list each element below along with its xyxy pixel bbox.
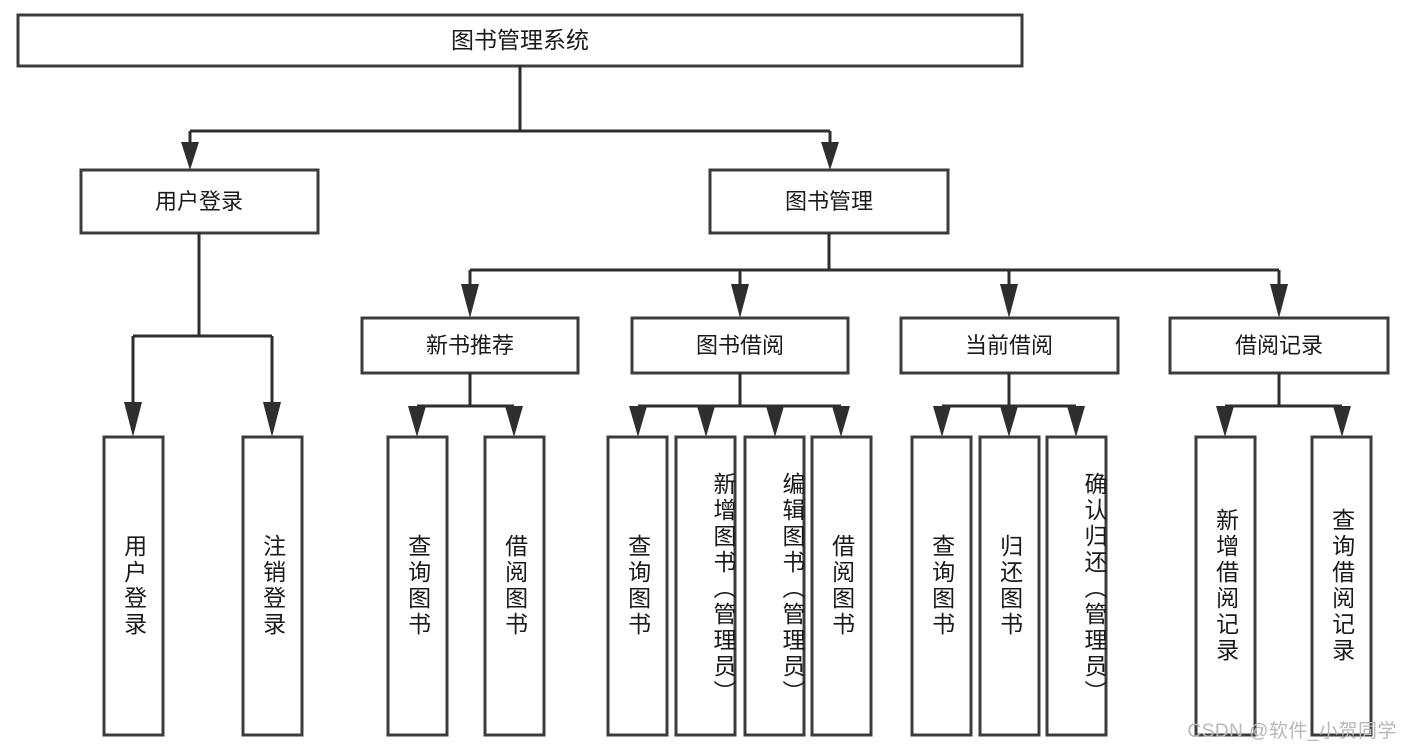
leaf-user-login-2[interactable]: [241, 435, 304, 737]
node-book-management[interactable]: [708, 168, 950, 235]
leaf-user-login-1[interactable]: [102, 435, 165, 737]
node-current-borrow-label: 当前借阅: [965, 333, 1053, 358]
leaf-book-borrow-2[interactable]: [674, 435, 737, 737]
leaf-current-borrow-1[interactable]: [910, 435, 973, 737]
watermark-text: CSDN @软件_小贺同学: [1187, 721, 1397, 742]
leaf-book-borrow-4[interactable]: [810, 435, 873, 737]
arrowhead-nbr-2: [505, 406, 523, 437]
node-borrow-record-label: 借阅记录: [1235, 333, 1323, 358]
arrowhead-ul-2: [263, 402, 281, 437]
node-new-book-recommend[interactable]: [360, 316, 580, 375]
node-root-book-management-system[interactable]: [16, 13, 1024, 68]
arrowhead-bb-3: [766, 406, 784, 437]
arrowhead-br-2: [1333, 406, 1351, 437]
arrowhead-user-login: [181, 142, 199, 170]
arrowhead-bb-4: [832, 406, 850, 437]
arrowhead-cb-1: [933, 406, 951, 437]
arrowhead-br-1: [1216, 406, 1234, 437]
leaf-current-borrow-2[interactable]: [978, 435, 1041, 737]
arrowhead-bb-2: [697, 406, 715, 437]
node-root-label: 图书管理系统: [451, 27, 589, 53]
arrowhead-cb-2: [1000, 406, 1018, 437]
arrowhead-cb-3: [1067, 406, 1085, 437]
node-current-borrow[interactable]: [899, 316, 1120, 375]
node-user-login-label: 用户登录: [155, 189, 243, 214]
arrowhead-nbr-1: [408, 406, 426, 437]
leaf-borrow-record-2[interactable]: [1310, 435, 1373, 737]
arrowhead-bb-1: [629, 406, 647, 437]
arrowhead-l3-3: [1000, 284, 1018, 318]
leaf-new-book-recommend-2[interactable]: [483, 435, 546, 737]
leaf-book-borrow-3[interactable]: [743, 435, 806, 737]
node-book-borrow[interactable]: [630, 316, 850, 375]
leaf-new-book-recommend-1[interactable]: [386, 435, 449, 737]
node-book-borrow-label: 图书借阅: [696, 333, 784, 358]
leaf-current-borrow-3[interactable]: [1045, 435, 1108, 737]
arrowhead-l3-2: [731, 284, 749, 318]
arrowhead-ul-1: [124, 402, 142, 437]
arrowhead-l3-4: [1270, 284, 1288, 318]
leaf-book-borrow-1[interactable]: [606, 435, 669, 737]
arrowhead-book-management: [821, 142, 839, 170]
arrowhead-l3-1: [461, 284, 479, 318]
node-borrow-record[interactable]: [1168, 316, 1390, 375]
leaf-borrow-record-1[interactable]: [1194, 435, 1257, 737]
node-new-book-recommend-label: 新书推荐: [426, 333, 514, 358]
node-book-management-label: 图书管理: [785, 189, 873, 214]
